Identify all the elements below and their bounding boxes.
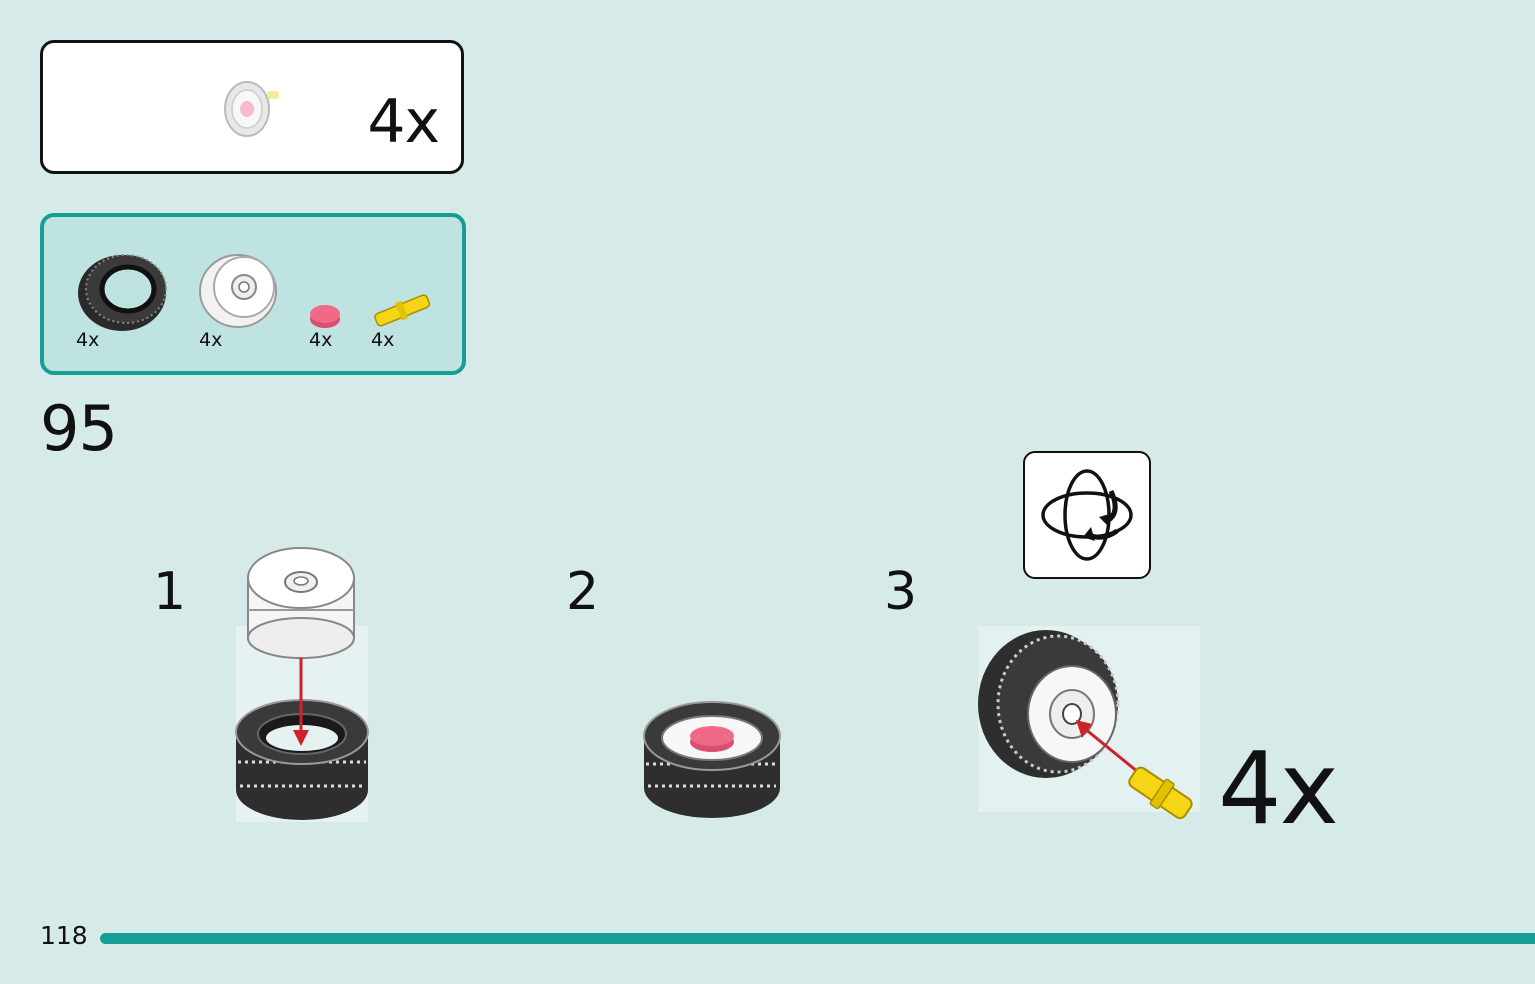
- sub-step-3-illustration: [978, 626, 1200, 820]
- rim-part: [247, 547, 355, 659]
- page-progress-bar: [100, 933, 1535, 944]
- subassembly-quantity: 4x: [367, 87, 440, 157]
- sub-step-1-number: 1: [153, 562, 187, 622]
- sub-step-2-number: 2: [566, 562, 600, 622]
- parts-list: 4x 4x 4x 4x: [40, 213, 466, 375]
- subassembly-callout: 4x: [40, 40, 464, 174]
- step-number: 95: [40, 392, 118, 465]
- pin-quantity: 4x: [371, 329, 395, 351]
- tire-icon: [78, 254, 167, 331]
- page-number: 118: [40, 921, 88, 950]
- rim-icon: [199, 254, 277, 328]
- rotate-model-callout: [1023, 451, 1151, 579]
- repeat-quantity: 4x: [1218, 730, 1339, 847]
- round-tile-quantity: 4x: [309, 329, 333, 351]
- rotate-model-icon: [1041, 469, 1133, 561]
- rim-quantity: 4x: [199, 329, 223, 351]
- sub-step-3-number: 3: [884, 562, 918, 622]
- sub-step-2-illustration: [643, 701, 781, 818]
- tire-quantity: 4x: [76, 329, 100, 351]
- tire-part: [235, 699, 369, 820]
- sub-step-1-illustration: [235, 547, 369, 822]
- pin-icon: [374, 294, 431, 327]
- pin-part: [1128, 766, 1193, 820]
- round-tile-icon: [310, 305, 340, 328]
- wheel-assembly-thumbnail-icon: [224, 81, 279, 137]
